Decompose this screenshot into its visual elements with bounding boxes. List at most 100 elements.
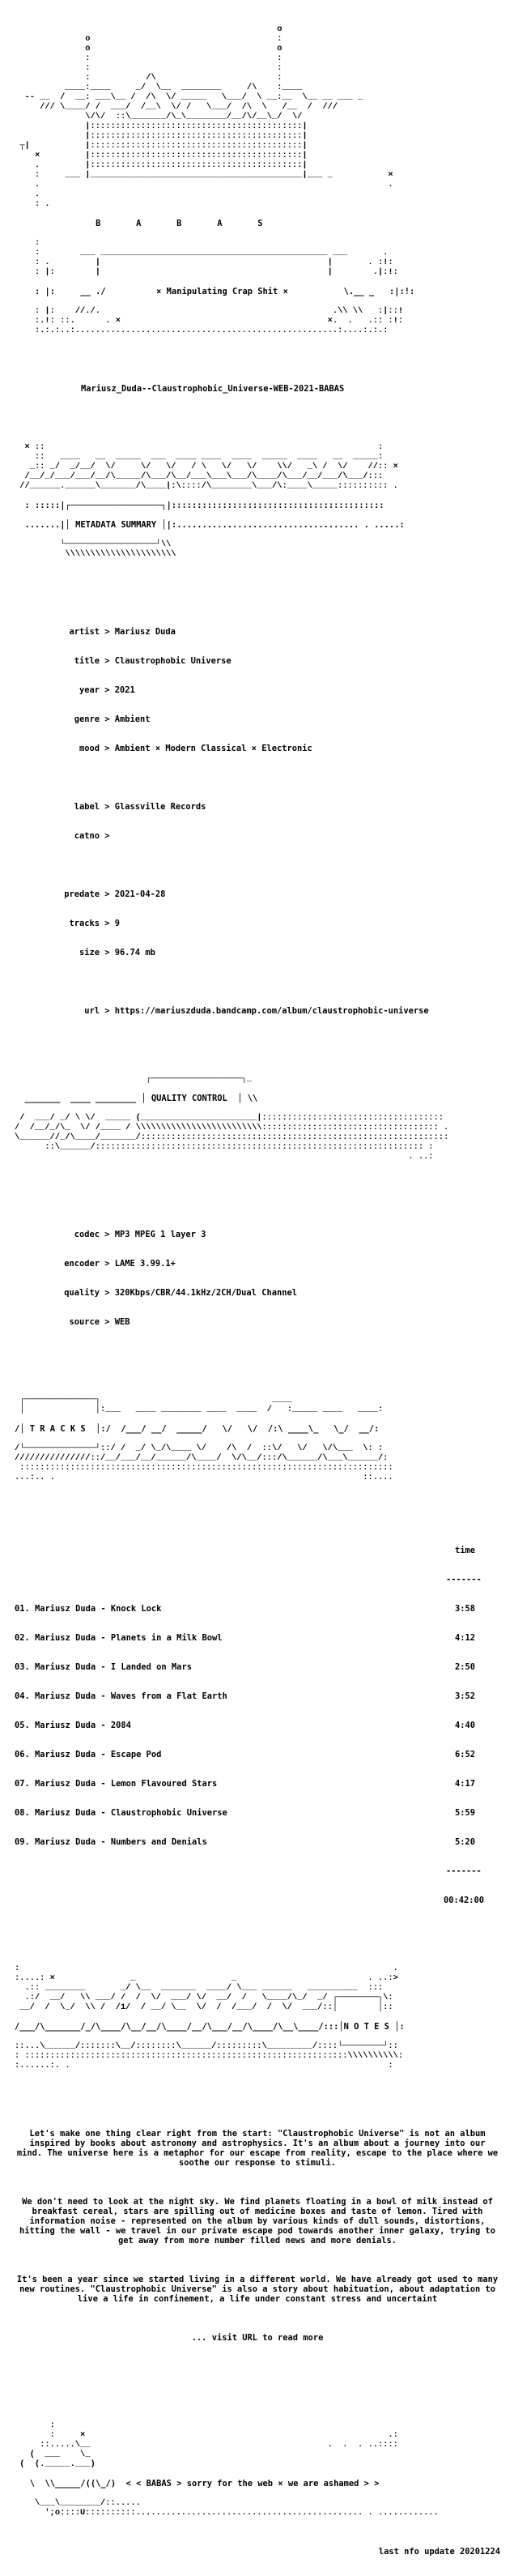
header-tagline-row: : |: __ ./ × Manipulating Crap Shit × \.… bbox=[15, 287, 415, 296]
meta-value: 2021 bbox=[114, 685, 135, 695]
meta-value: 9 bbox=[114, 919, 121, 928]
meta-row: size > 96.74 mb bbox=[15, 948, 525, 957]
quality-value: 320Kbps/CBR/44.1kHz/2CH/Dual Channel bbox=[114, 1288, 297, 1298]
album-url-link[interactable]: https://mariuszduda.bandcamp.com/album/c… bbox=[114, 1006, 429, 1016]
header-ascii-art-2: : : ___ ________________________________… bbox=[34, 238, 398, 277]
divider: ------- bbox=[446, 1866, 482, 1876]
meta-row: mood > Ambient × Modern Classical × Elec… bbox=[15, 744, 525, 753]
tagline: × Manipulating Crap Shit × bbox=[156, 287, 288, 296]
meta-key: url bbox=[84, 1006, 100, 1016]
track-row: 01. Mariusz Duda - Knock Lock 3:58 bbox=[15, 1604, 525, 1614]
tracks-banner-art-2: /└──────────────┘::/ / _/ \_/\____ \/ /\… bbox=[15, 1444, 393, 1482]
track-title: 09. Mariusz Duda - Numbers and Denials bbox=[15, 1837, 207, 1847]
notes-banner-art-2: ::...\______/:::::::\__/::::::::\______/… bbox=[15, 2041, 404, 2071]
meta-key: title bbox=[74, 656, 100, 666]
track-time: 5:20 bbox=[455, 1837, 476, 1847]
metadata-heading-row-2: .......|│ METADATA SUMMARY │|:..........… bbox=[15, 520, 405, 530]
tracklist-divider: ------- bbox=[15, 1575, 525, 1584]
track-time: 4:40 bbox=[455, 1721, 476, 1730]
quality-key: encoder bbox=[64, 1259, 100, 1269]
track-row: 02. Mariusz Duda - Planets in a Milk Bow… bbox=[15, 1633, 525, 1643]
quality-value: MP3 MPEG 1 layer 3 bbox=[114, 1230, 206, 1239]
meta-value: Ambient × Modern Classical × Electronic bbox=[114, 744, 312, 753]
tracklist: time ------- 01. Mariusz Duda - Knock Lo… bbox=[15, 1526, 525, 1915]
meta-value: Glassville Records bbox=[114, 802, 206, 812]
meta-row: artist > Mariusz Duda bbox=[15, 627, 525, 637]
track-title: 05. Mariusz Duda - 2084 bbox=[15, 1721, 131, 1730]
meta-key: label bbox=[74, 802, 100, 812]
last-update: last nfo update 20201224 bbox=[378, 2547, 500, 2557]
metadata-heading: METADATA SUMMARY bbox=[75, 520, 157, 530]
meta-key: tracks bbox=[69, 919, 100, 928]
divider: ------- bbox=[446, 1575, 482, 1584]
tracks-heading: T R A C K S bbox=[29, 1424, 86, 1434]
track-title: 08. Mariusz Duda - Claustrophobic Univer… bbox=[15, 1808, 227, 1818]
tracks-heading-row: /│ T R A C K S │:/ /___/ __/ _____/ \/ \… bbox=[15, 1424, 380, 1434]
track-row: 07. Mariusz Duda - Lemon Flavoured Stars… bbox=[15, 1779, 525, 1789]
quality-row: source > WEB bbox=[15, 1317, 525, 1327]
track-title: 03. Mariusz Duda - I Landed on Mars bbox=[15, 1662, 192, 1672]
header-group-letters: B A B A S bbox=[15, 219, 525, 228]
quality-key: source bbox=[69, 1317, 100, 1327]
meta-key: catno bbox=[74, 831, 100, 841]
meta-row: genre > Ambient bbox=[15, 714, 525, 724]
meta-row: year > 2021 bbox=[15, 685, 525, 695]
footer-ascii-art: : : × .: ::.....\__ . . . ..:::: ( ___ \… bbox=[19, 2420, 398, 2469]
meta-row: catno > bbox=[15, 831, 525, 841]
track-row: 05. Mariusz Duda - 2084 4:40 bbox=[15, 1721, 525, 1730]
tracklist-divider: ------- bbox=[15, 1866, 525, 1876]
meta-value: Mariusz Duda bbox=[114, 627, 176, 637]
notes-banner-art: : . :....: × _ _ . ..:> .:: ________ _/ … bbox=[15, 1964, 398, 2012]
meta-key: size bbox=[79, 948, 100, 957]
group-letters: B A B A S bbox=[96, 219, 263, 228]
quality-key: quality bbox=[64, 1288, 100, 1298]
meta-row: title > Claustrophobic Universe bbox=[15, 656, 525, 666]
meta-key: artist bbox=[69, 627, 100, 637]
footer-ascii-art-2: \___\________/::..... ';o::::U::::::::::… bbox=[34, 2498, 439, 2518]
quality-row: codec > MP3 MPEG 1 layer 3 bbox=[15, 1230, 525, 1239]
read-more-link[interactable]: ... visit URL to read more bbox=[191, 2333, 324, 2343]
nfo-document: o o : o o : : : bbox=[15, 5, 525, 2576]
tracklist-total: 00:42:00 bbox=[15, 1896, 525, 1905]
track-row: 08. Mariusz Duda - Claustrophobic Univer… bbox=[15, 1808, 525, 1818]
notes-paragraph: We don't need to look at the night sky. … bbox=[19, 2197, 496, 2245]
tracklist-header: time bbox=[15, 1546, 525, 1555]
notes-paragraph: Let's make one thing clear right from th… bbox=[16, 2129, 499, 2168]
header-ascii-art-3: : |: //./. .\\ \\ :|::! :.!: ::. . × ×. … bbox=[34, 306, 404, 335]
meta-row: tracks > 9 bbox=[15, 919, 525, 928]
notes-heading-row: /___/\_______/_/\____/\__/__/\____/__/\_… bbox=[15, 2022, 405, 2032]
track-row: 09. Mariusz Duda - Numbers and Denials 5:… bbox=[15, 1837, 525, 1847]
meta-value: Claustrophobic Universe bbox=[114, 656, 232, 666]
notes-body: Let's make one thing clear right from th… bbox=[15, 2109, 500, 2362]
meta-row: label > Glassville Records bbox=[15, 802, 525, 812]
quality-heading: QUALITY CONTROL bbox=[151, 1094, 227, 1103]
quality-row: encoder > LAME 3.99.1+ bbox=[15, 1259, 525, 1269]
header-ascii-art: o o : o o : : : bbox=[19, 24, 393, 209]
quality-banner-art-2: / ___/ _/ \ \/ _____ (__________________… bbox=[15, 1113, 449, 1162]
track-time: 2:50 bbox=[455, 1662, 476, 1672]
metadata-heading-row: : :::::|┌──────────────────┐|:::::::::::… bbox=[15, 501, 384, 510]
track-row: 03. Mariusz Duda - I Landed on Mars 2:50 bbox=[15, 1662, 525, 1672]
meta-value: 2021-04-28 bbox=[114, 889, 166, 899]
quality-row: quality > 320Kbps/CBR/44.1kHz/2CH/Dual C… bbox=[15, 1288, 525, 1298]
notes-paragraph: It's been a year since we started living… bbox=[16, 2275, 499, 2304]
quality-value: WEB bbox=[114, 1317, 130, 1327]
track-title: 01. Mariusz Duda - Knock Lock bbox=[15, 1604, 162, 1614]
metadata-banner-art: × :: : :: ____ __ _____ ___ ____ ____ __… bbox=[19, 442, 398, 491]
meta-key: genre bbox=[74, 714, 100, 724]
track-time: 3:58 bbox=[455, 1604, 476, 1614]
quality-banner-art: ┌──────────────────┐_ bbox=[15, 1074, 253, 1084]
track-title: 06. Mariusz Duda - Escape Pod bbox=[15, 1750, 162, 1759]
quality-heading-row: _______ ____ ________ │ QUALITY CONTROL … bbox=[15, 1094, 258, 1103]
release-name: Mariusz_Duda--Claustrophobic_Universe-WE… bbox=[81, 384, 345, 394]
meta-key: predate bbox=[64, 889, 100, 899]
time-column-header: time bbox=[455, 1546, 476, 1555]
quality-key: codec bbox=[74, 1230, 100, 1239]
meta-key: year bbox=[79, 685, 100, 695]
track-title: 02. Mariusz Duda - Planets in a Milk Bow… bbox=[15, 1633, 223, 1643]
metadata-list: artist > Mariusz Duda title > Claustroph… bbox=[15, 608, 525, 1026]
footer-message: < < BABAS > sorry for the web × we are a… bbox=[125, 2479, 380, 2489]
track-title: 04. Mariusz Duda - Waves from a Flat Ear… bbox=[15, 1691, 227, 1701]
track-time: 4:17 bbox=[455, 1779, 476, 1789]
quality-value: LAME 3.99.1+ bbox=[114, 1259, 176, 1269]
